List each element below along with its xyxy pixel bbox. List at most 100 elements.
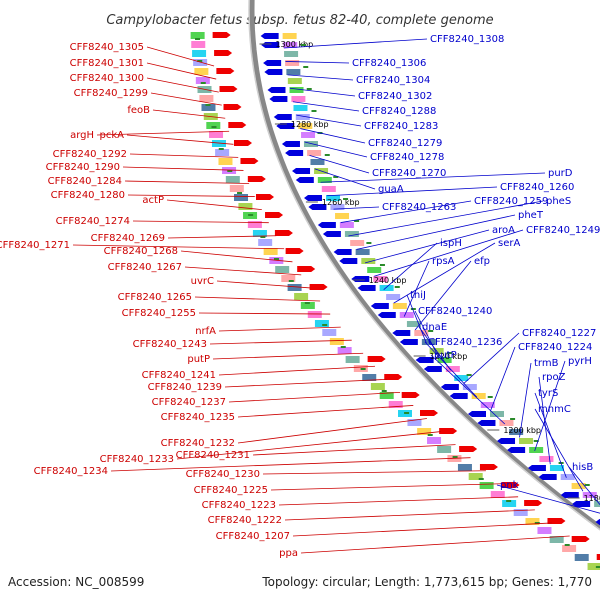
left-label-line <box>262 470 486 475</box>
left-label-line <box>72 244 285 250</box>
left-gene-label-cff8240-1280: CFF8240_1280 <box>51 190 125 201</box>
reverse-gene-arrow <box>377 312 396 318</box>
spacer-dash <box>510 418 516 420</box>
left-label-line <box>129 153 239 158</box>
kbp-tick-label: 1180 kbp <box>584 494 600 503</box>
forward-gene-arrow <box>401 392 420 398</box>
right-label-line <box>374 229 524 277</box>
spacer-dash <box>427 434 433 436</box>
forward-gene-arrow <box>285 248 304 254</box>
gene-feature-block <box>310 159 325 165</box>
gene-feature-block <box>284 51 299 57</box>
right-gene-label-cff8240-1283: CFF8240_1283 <box>364 121 438 132</box>
gene-feature-block <box>480 402 495 408</box>
kbp-tick-label: 1300 kbp <box>276 40 314 49</box>
reverse-gene-arrow <box>260 33 279 39</box>
reverse-gene-arrow <box>269 96 288 102</box>
map-title: Campylobacter fetus subsp. fetus 82-40, … <box>106 13 493 28</box>
right-gene-label-phes: pheS <box>546 196 571 207</box>
right-gene-label-sera: serA <box>498 238 520 249</box>
gene-feature-block <box>193 59 208 66</box>
right-label-line <box>309 155 370 174</box>
forward-gene-arrow <box>256 194 275 200</box>
reverse-gene-arrow <box>560 492 579 498</box>
spacer-dash <box>211 126 217 128</box>
spacer-dash <box>404 412 410 414</box>
gene-feature-block <box>594 501 600 507</box>
forward-gene-arrow <box>212 32 231 38</box>
right-gene-label-aroa: aroA <box>492 225 515 236</box>
left-label-line <box>300 535 570 554</box>
topology-text: Topology: circular; Length: 1,773,615 bp… <box>261 575 592 589</box>
reverse-gene-arrow <box>392 330 411 336</box>
right-label-line <box>283 38 428 49</box>
left-label-line <box>237 418 427 444</box>
spacer-dash <box>360 368 366 370</box>
left-gene-label-cff8240-1237: CFF8240_1237 <box>152 397 226 408</box>
gene-feature-block <box>399 312 414 318</box>
right-gene-label-cff8240-1306: CFF8240_1306 <box>352 58 426 69</box>
right-label-line <box>326 186 498 197</box>
backbone-highlight <box>248 0 600 531</box>
gene-feature-block <box>499 420 514 426</box>
gene-feature-block <box>490 491 505 498</box>
gene-feature-block <box>549 465 564 471</box>
spacer-dash <box>195 38 201 40</box>
gene-feature-block <box>421 339 436 345</box>
gene-feature-block <box>355 249 370 255</box>
right-gene-label-cff8240-1240: CFF8240_1240 <box>418 306 492 317</box>
left-label-line <box>96 130 230 136</box>
gene-feature-block <box>291 96 306 102</box>
gene-feature-block <box>218 158 233 165</box>
gene-feature-block <box>281 275 296 282</box>
right-label-line <box>519 362 532 438</box>
reverse-gene-arrow <box>538 474 557 480</box>
left-gene-label-cff8240-1232: CFF8240_1232 <box>161 438 235 449</box>
gene-feature-block <box>344 231 359 237</box>
gene-feature-block <box>379 285 394 291</box>
left-gene-label-cff8240-1265: CFF8240_1265 <box>118 292 192 303</box>
left-label-line <box>146 77 219 93</box>
gene-feature-block <box>287 78 302 84</box>
forward-gene-arrow <box>240 158 259 164</box>
gene-feature-block <box>258 239 273 246</box>
left-gene-label-actp: actP <box>142 195 164 206</box>
forward-gene-arrow <box>274 230 293 236</box>
forward-gene-arrow <box>233 140 252 146</box>
forward-gene-arrow <box>571 536 590 542</box>
left-gene-label-cff8240-1290: CFF8240_1290 <box>46 162 120 173</box>
gene-feature-block <box>192 50 207 57</box>
forward-gene-arrow <box>501 482 520 488</box>
gene-feature-block <box>326 195 341 201</box>
gene-feature-block <box>529 447 544 453</box>
right-label-line <box>348 200 544 237</box>
gene-feature-block <box>191 41 206 48</box>
spacer-dash <box>197 60 203 62</box>
left-gene-label-uvrc: uvrC <box>191 276 214 287</box>
right-gene-label-cff8240-1263: CFF8240_1263 <box>382 202 456 213</box>
genome-backbone <box>248 0 600 531</box>
gene-feature-block <box>287 284 302 291</box>
gene-feature-block <box>490 411 504 417</box>
left-gene-label-cff8240-1243: CFF8240_1243 <box>133 339 207 350</box>
gene-feature-block <box>350 240 365 246</box>
spacer-dash <box>394 286 400 288</box>
spacer-dash <box>595 566 600 568</box>
gene-feature-block <box>571 483 586 489</box>
spacer-dash <box>487 396 493 398</box>
right-gene-label-cff8240-1279: CFF8240_1279 <box>368 138 442 149</box>
gene-feature-block <box>286 69 301 75</box>
gene-feature-block <box>201 104 216 111</box>
gene-feature-block <box>437 357 452 363</box>
gene-feature-block <box>301 132 316 138</box>
right-gene-label-trmb: trmB <box>534 358 559 369</box>
gene-feature-block <box>417 428 432 435</box>
right-label-line <box>490 346 516 411</box>
reverse-gene-arrow <box>285 150 304 156</box>
reverse-gene-arrow <box>468 411 486 417</box>
forward-gene-arrow <box>367 356 386 362</box>
left-label-line <box>146 62 217 80</box>
right-label-line <box>287 74 354 81</box>
right-gene-label-efp: efp <box>474 256 490 267</box>
gene-feature-block <box>560 474 575 480</box>
